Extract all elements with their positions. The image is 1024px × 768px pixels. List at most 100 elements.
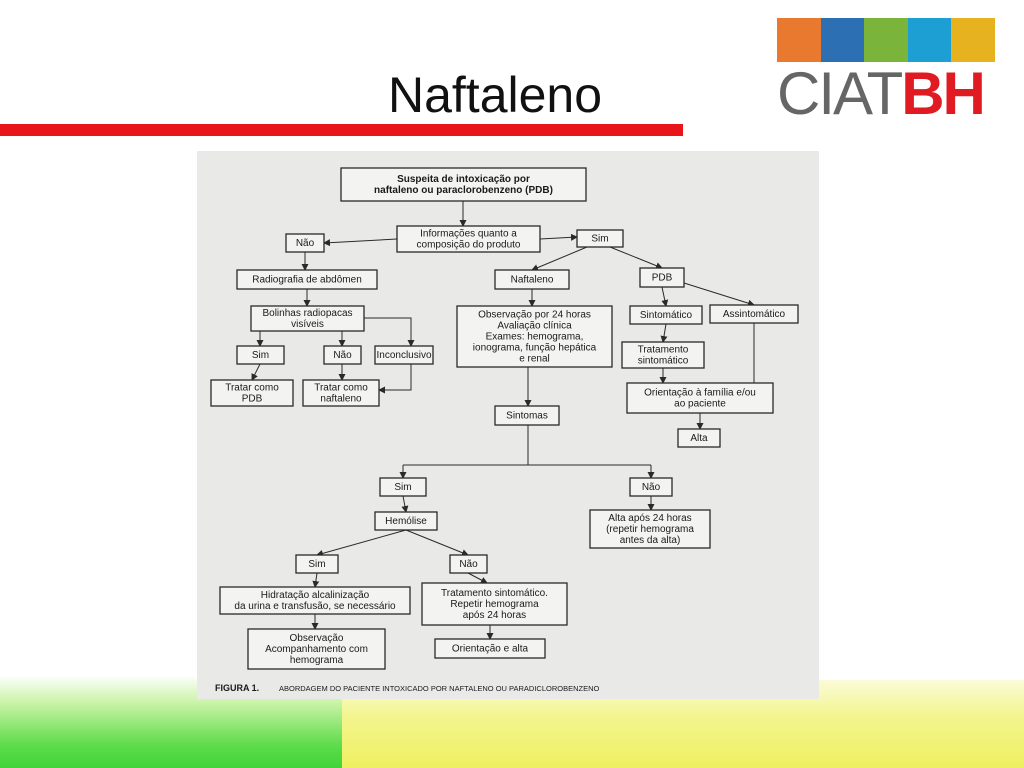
flow-node-box [639,267,685,288]
flow-node-text: Orientação e alta [452,644,529,655]
logo-tile-green [864,18,908,62]
flow-node-text: Suspeita de intoxicação por [397,174,530,185]
flow-node-text: naftaleno [320,394,362,405]
flow-node-box [250,305,365,332]
logo-wordmark: CIATBH [777,62,995,126]
flow-node-text: ao paciente [674,399,726,410]
flow-node-text: Tratamento [638,345,689,356]
flow-arrow [405,529,469,557]
flow-node-text: PDB [652,273,673,284]
flow-node-text: Hidratação alcalinização [261,590,370,601]
flow-node-text: Radiografia de abdômen [252,275,362,286]
flow-node-text: PDB [242,394,263,405]
flow-node-text: Sintomas [506,411,548,422]
logo-bh-text: BH [901,60,986,127]
flow-node-text: Não [642,482,661,493]
flow-arrow [660,323,668,343]
flow-node-box [589,509,711,549]
flow-node-box [434,638,546,659]
flow-node-box [629,305,703,325]
flow-node-text: e renal [519,354,550,365]
flow-node-sintomatico: Sintomático [629,305,703,325]
flow-node-text: Assintomático [723,309,786,320]
flow-node-text: Sim [394,482,411,493]
flow-node-text: Inconclusivo [376,350,431,361]
flow-node-text: Bolinhas radiopacas [262,308,352,319]
flow-node-box [295,554,339,574]
flow-node-box [629,477,673,497]
flow-node-pdb: PDB [639,267,685,288]
flow-node-box [247,628,386,670]
flow-node-nao3: Não [629,477,673,497]
logo-tile-yellow [951,18,995,62]
flow-arrow [378,364,412,394]
flow-node-text: da urina e transfusão, se necessário [234,601,396,612]
flow-node-sim3: Sim [379,477,427,497]
flow-node-tratamento2: Tratamento sintomático.Repetir hemograma… [421,582,568,626]
figure-caption: FIGURA 1. ABORDAGEM DO PACIENTE INTOXICA… [215,683,599,693]
flow-arrow [401,495,409,513]
flow-node-radio: Radiografia de abdômen [236,269,378,290]
flow-node-text: Observação [290,633,344,644]
flow-arrow [531,246,588,271]
flow-node-sim1: Sim [576,229,624,248]
flow-arrow [316,529,407,557]
flow-node-sim4: Sim [295,554,339,574]
flow-node-box [494,269,570,290]
flow-node-box [340,167,587,202]
flow-node-box [374,511,438,531]
flow-node-box [421,582,568,626]
flow-node-text: Sintomático [640,310,693,321]
flow-node-text: Tratar como [225,383,279,394]
flow-node-alta1: Alta [677,428,721,448]
flow-node-box [323,345,362,365]
flow-node-assintomatico: Assintomático [709,304,799,324]
logo-tile-blue [820,18,865,62]
flow-arrow [539,233,578,241]
flow-node-text: Hemólise [385,516,427,527]
flow-node-hemolise: Hemólise [374,511,438,531]
logo-image-strip [777,18,995,62]
title-underline-bar [0,124,683,136]
flow-node-text: Sim [252,350,269,361]
flow-node-box [494,405,560,426]
flow-node-text: Exames: hemograma, [486,332,584,343]
flow-arrow [609,246,663,269]
logo-tile-orange [777,18,821,62]
flow-node-naftaleno: Naftaleno [494,269,570,290]
flow-node-inconclusivo: Inconclusivo [374,345,434,365]
flow-node-text: hemograma [290,655,344,666]
flow-node-box [236,345,285,365]
flow-node-box [449,554,488,574]
flow-node-box [302,379,380,407]
flow-node-box [219,586,411,615]
flow-arrow [312,572,320,588]
flow-node-text: ionograma, função hepática [473,343,597,354]
flow-arrow [364,317,415,347]
flow-node-text: Tratamento sintomático. [441,588,548,599]
flow-node-text: Naftaleno [511,275,554,286]
flow-arrow [683,282,755,307]
flow-node-box [621,341,705,369]
flow-node-box [285,233,325,253]
flow-node-text: Sim [591,234,608,245]
flow-node-sim2: Sim [236,345,285,365]
flow-node-box [576,229,624,248]
flow-node-text: Não [459,559,478,570]
flow-node-box [677,428,721,448]
flow-node-text: Alta após 24 horas [608,513,691,524]
flow-node-text: Repetir hemograma [450,599,539,610]
